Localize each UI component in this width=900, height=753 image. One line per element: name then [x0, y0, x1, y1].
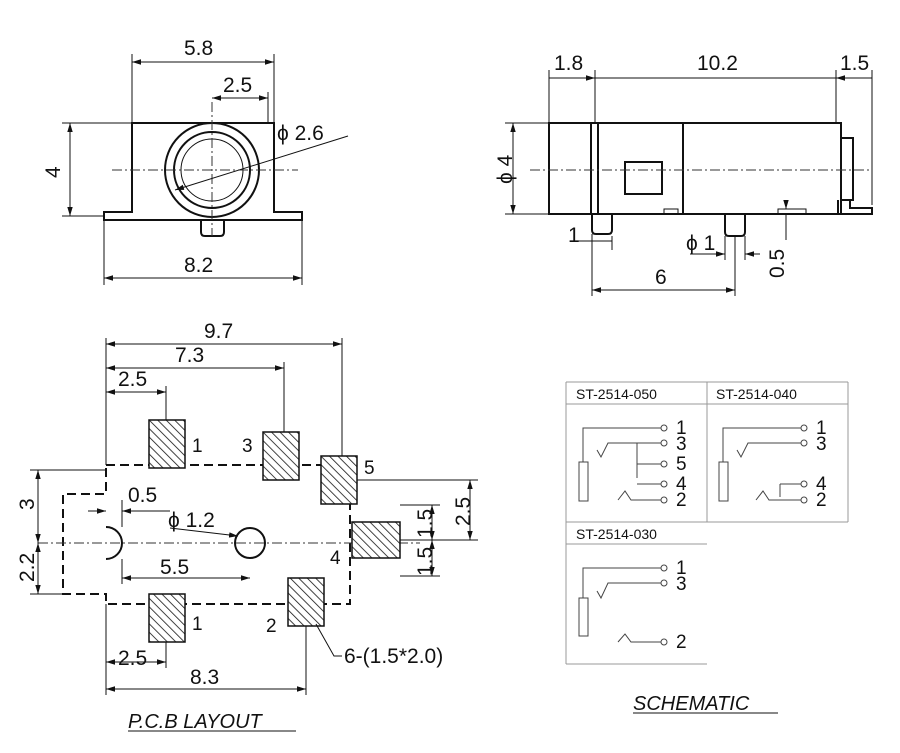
side-lead [837, 200, 873, 215]
schematic-pin: 3 [676, 574, 687, 595]
dim-pin-height: 0.5 [766, 249, 789, 278]
dim-bottom-left: 2.5 [118, 647, 147, 670]
front-view: 5.8 2.5 ϕ 2.6 4 8.2 [42, 37, 349, 285]
pad-3 [262, 431, 300, 481]
dim-width-top: 5.8 [184, 37, 213, 60]
dim-pin-position: 6 [655, 266, 667, 289]
pad-1-bottom [148, 593, 186, 643]
dim-pitch-b: 1.5 [414, 547, 437, 576]
pcb-title: P.C.B LAYOUT [128, 711, 264, 733]
schematic-pin: 3 [676, 434, 687, 455]
dim-body: 10.2 [697, 52, 738, 75]
schematic-pin: 4 [676, 474, 687, 495]
dim-pin-diameter: ϕ 1 [686, 232, 715, 255]
pcb-hole [234, 527, 266, 559]
schematic-pin: 3 [816, 434, 827, 455]
schematic-pin: 1 [816, 418, 827, 439]
pin-label: 1 [192, 614, 203, 635]
side-view: 1.8 10.2 1.5 ϕ 4 1 ϕ 1 0.5 6 [494, 52, 873, 296]
schematic-pin: 1 [676, 558, 687, 579]
pcb-notch [105, 526, 123, 560]
dim-offset: 2.5 [223, 74, 252, 97]
dim-mid: 7.3 [175, 344, 204, 367]
pcb-outline [62, 464, 351, 605]
dim-diameter: ϕ 4 [494, 154, 517, 184]
dim-pin-width: 1 [568, 224, 580, 247]
dim-right: 2.5 [452, 497, 475, 526]
dim-height: 4 [42, 166, 65, 178]
pad-4 [351, 521, 401, 559]
dim-height: 3 [16, 498, 39, 510]
dim-left: 2.5 [118, 368, 147, 391]
schematic-pin: 4 [816, 474, 827, 495]
dim-offset: 0.5 [128, 484, 157, 507]
panel-title: ST-2514-040 [716, 386, 797, 402]
schematic-040: 1 3 4 2 [718, 418, 827, 511]
dim-pitch-a: 1.5 [414, 509, 437, 538]
panel-title: ST-2514-030 [576, 526, 657, 542]
pad-2 [287, 577, 325, 627]
dim-width-base: 8.2 [184, 254, 213, 277]
pad-1-top [148, 419, 186, 469]
schematic-pin: 2 [816, 490, 827, 511]
schematic-pin: 5 [676, 454, 687, 475]
schematic-050: 1 3 5 4 2 [578, 418, 687, 511]
schematic-pin: 2 [676, 490, 687, 511]
dim-left: 1.8 [554, 52, 583, 75]
pcb-layout: 1 3 5 4 1 2 9.7 7.3 2.5 3 2.2 0.5 ϕ 1.2 [16, 320, 478, 733]
dim-bottom: 8.3 [190, 666, 219, 689]
pad-note: 6-(1.5*2.0) [344, 645, 443, 668]
pin-label: 1 [192, 436, 203, 457]
dim-hole: ϕ 2.6 [277, 122, 324, 145]
dim-hole: ϕ 1.2 [168, 509, 215, 532]
side-window [624, 161, 663, 195]
schematic-title: SCHEMATIC [633, 693, 750, 715]
dim-right: 1.5 [840, 52, 869, 75]
pin-label: 3 [242, 436, 253, 457]
schematic-pin: 1 [676, 418, 687, 439]
pin-label: 5 [364, 458, 375, 479]
front-body [103, 122, 303, 221]
dim-lower: 2.2 [16, 553, 39, 582]
dim-overall: 9.7 [204, 320, 233, 343]
schematic: ST-2514-050 ST-2514-040 ST-2514-030 1 3 … [565, 381, 849, 715]
side-body [548, 122, 842, 215]
schematic-pin: 2 [676, 632, 687, 653]
pad-5 [320, 455, 358, 505]
dim-span: 5.5 [160, 556, 189, 579]
schematic-030: 1 3 2 [578, 558, 687, 653]
pin-label: 4 [330, 548, 341, 569]
panel-title: ST-2514-050 [576, 386, 657, 402]
side-rear-cap [841, 137, 854, 201]
pin-label: 2 [266, 616, 277, 637]
